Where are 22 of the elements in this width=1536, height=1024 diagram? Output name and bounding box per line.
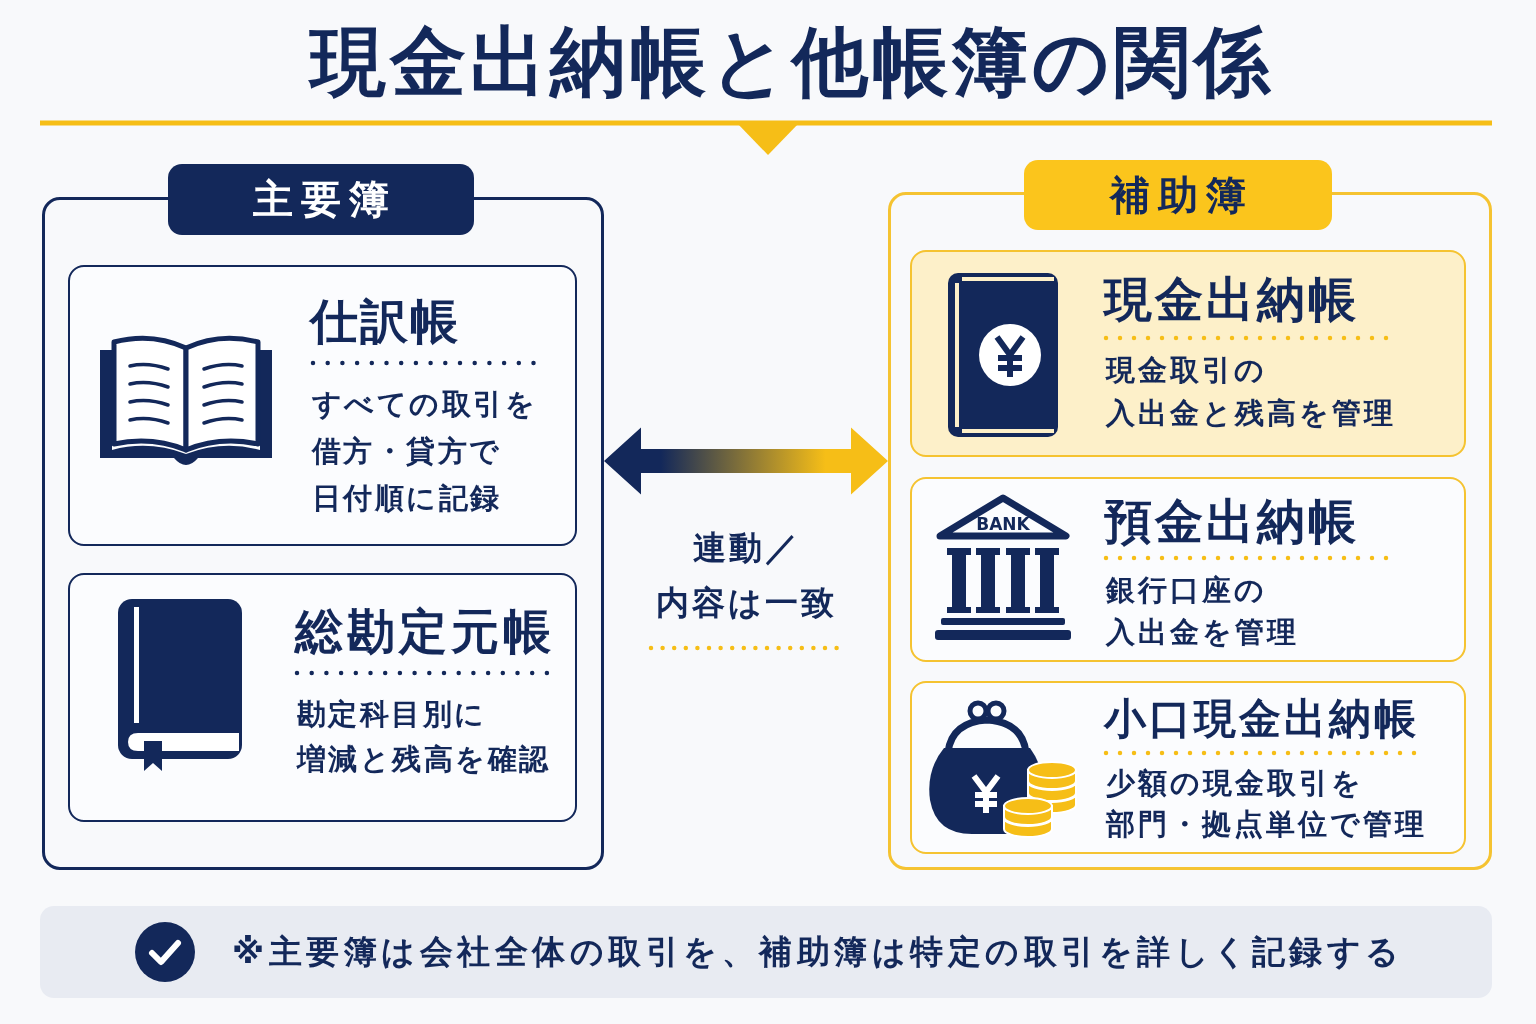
- card: [68, 573, 577, 822]
- card-description: 現金取引の入出金と残高を管理: [1105, 352, 1396, 432]
- card-title: 仕訳帳: [309, 292, 460, 351]
- card-title: 総勘定元帳: [294, 602, 555, 661]
- card-title: 現金出納帳: [1103, 270, 1359, 329]
- card: [68, 265, 577, 546]
- card-description: 銀行口座の入出金を管理: [1105, 571, 1299, 651]
- card: [910, 250, 1466, 457]
- card-description: 勘定科目別に増減と残高を確認: [296, 696, 551, 778]
- heading-tab: 主要簿: [168, 164, 474, 235]
- note-text: ※主要簿は会社全体の取引を、補助簿は特定の取引を詳しく記録する: [232, 932, 1404, 972]
- card: [910, 477, 1466, 662]
- card: [910, 681, 1466, 854]
- sign-label: BANK: [975, 513, 1030, 534]
- card-title: 小口現金出納帳: [1103, 694, 1419, 745]
- heading-tab: 補助簿: [1024, 160, 1332, 230]
- card-title: 預金出納帳: [1103, 492, 1359, 551]
- card-description: すべての取引を借方・貸方で日付順に記録: [311, 386, 537, 517]
- card-description: 少額の現金取引を部門・拠点単位で管理: [1105, 765, 1427, 843]
- note-bar: [40, 906, 1492, 998]
- title: 現金出納帳と他帳簿の関係: [310, 18, 1274, 106]
- double-arrow: [604, 427, 888, 495]
